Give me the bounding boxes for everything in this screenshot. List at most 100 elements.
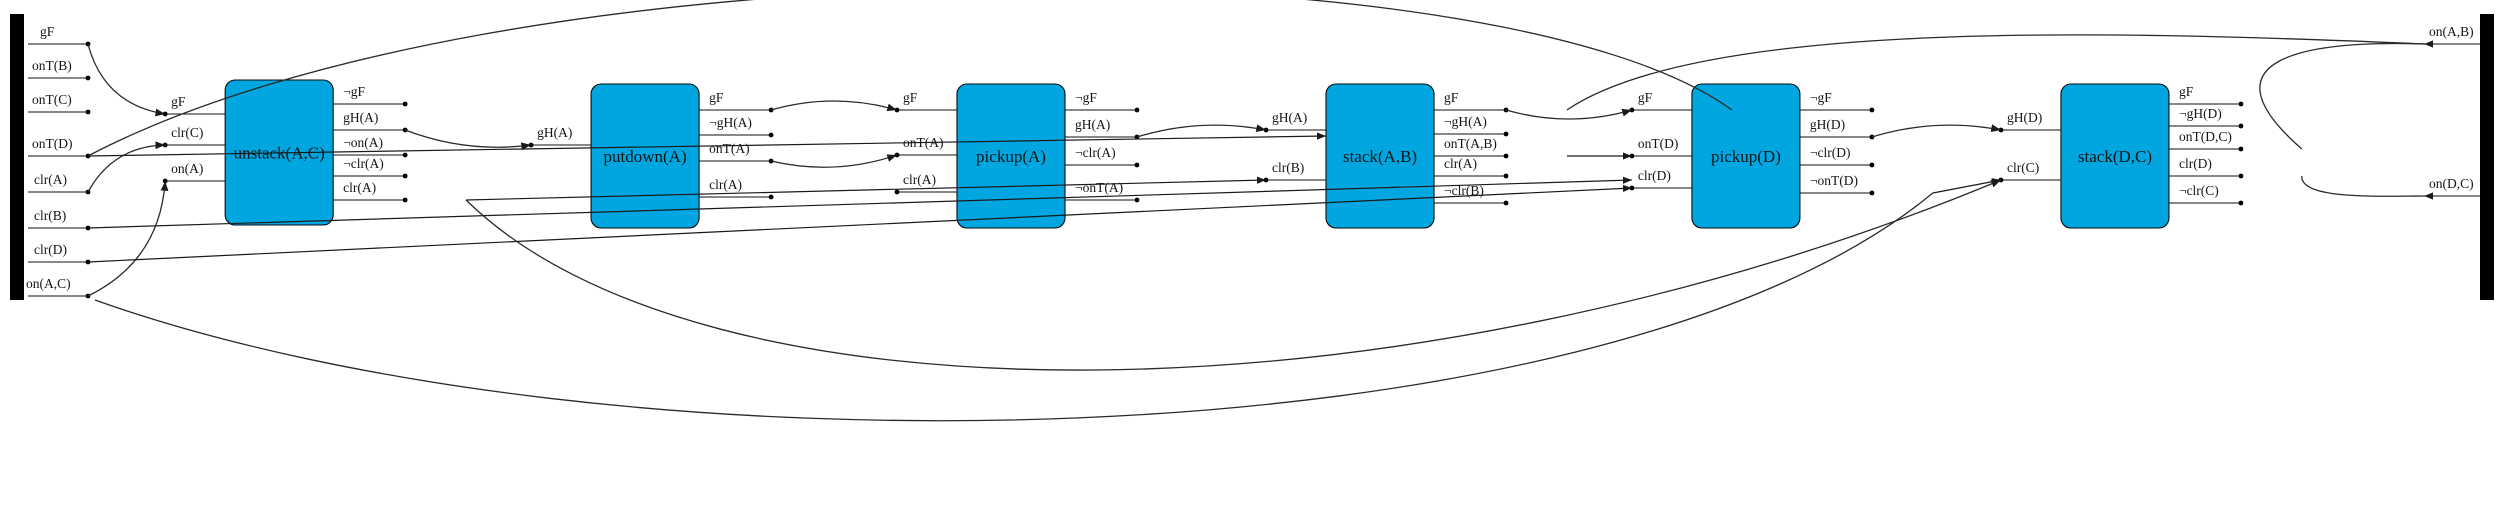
effect-label-stackAB-2: onT(A,B) — [1444, 136, 1497, 151]
link-init-gF-to-unstack — [87, 43, 166, 117]
init-literal-label-1: onT(B) — [32, 58, 72, 73]
effect-label-unstack-1: gH(A) — [343, 110, 378, 125]
init-literal-dot-2 — [85, 109, 91, 115]
arc-stackAB-to-goal — [1566, 34, 2426, 111]
link-pickupD-gHD-to-stackDC — [1871, 124, 2002, 138]
effect-dot-putdown-3 — [768, 194, 774, 200]
precond-label-stackDC-0: gH(D) — [2007, 110, 2042, 125]
precond-label-putdown-0: gH(A) — [537, 125, 572, 140]
link-putdown-gF-to-pickupA — [770, 100, 898, 112]
effect-dot-stackDC-3 — [2238, 173, 2244, 179]
effect-label-unstack-3: ¬clr(A) — [343, 156, 384, 171]
effect-label-unstack-4: clr(A) — [343, 180, 376, 195]
effect-dot-pickupD-2 — [1869, 162, 1875, 168]
action-node-pickupD[interactable]: pickup(D) — [1691, 83, 1801, 229]
init-literal-dot-1 — [85, 75, 91, 81]
init-literal-label-5: clr(B) — [34, 208, 66, 223]
effect-dot-unstack-4 — [402, 197, 408, 203]
action-node-label-pickupD: pickup(D) — [1711, 147, 1781, 166]
init-literal-label-7: on(A,C) — [26, 276, 71, 291]
effect-label-stackDC-1: ¬gH(D) — [2179, 106, 2222, 121]
effect-label-pickupA-0: ¬gF — [1075, 90, 1097, 105]
effect-label-stackAB-1: ¬gH(A) — [1444, 114, 1487, 129]
effect-label-stackAB-3: clr(A) — [1444, 156, 1477, 171]
effect-dot-pickupA-0 — [1134, 107, 1140, 113]
action-node-label-pickupA: pickup(A) — [976, 147, 1046, 166]
effect-dot-pickupD-3 — [1869, 190, 1875, 196]
precond-label-stackAB-1: clr(B) — [1272, 160, 1304, 175]
arc-stackDC-to-goal-onDC — [2301, 175, 2426, 197]
link-init-onAC-to-unstack-onA — [87, 180, 169, 297]
effect-dot-putdown-1 — [768, 132, 774, 138]
effect-dot-unstack-0 — [402, 101, 408, 107]
generated-graph-content: gFonT(B)onT(C)onT(D)clr(A)clr(B)clr(D)on… — [10, 0, 2494, 422]
effect-label-stackDC-3: clr(D) — [2179, 156, 2212, 171]
effect-dot-pickupA-3 — [1134, 197, 1140, 203]
precond-label-pickupD-2: clr(D) — [1638, 168, 1671, 183]
action-node-pickupA[interactable]: pickup(A) — [956, 83, 1066, 229]
precond-label-pickupD-0: gF — [1638, 90, 1653, 105]
effect-label-unstack-0: ¬gF — [343, 84, 365, 99]
link-putdown-onTA-to-pickupA — [770, 154, 898, 168]
action-node-box-putdown[interactable] — [590, 83, 700, 229]
effect-label-pickupD-1: gH(D) — [1810, 117, 1845, 132]
effect-label-putdown-2: onT(A) — [709, 141, 750, 156]
action-node-label-putdown: putdown(A) — [604, 147, 687, 166]
effect-dot-stackAB-2 — [1503, 153, 1509, 159]
precond-label-pickupA-2: clr(A) — [903, 172, 936, 187]
precond-label-unstack-2: on(A) — [171, 161, 203, 176]
link-unstack-gHA-to-putdown — [404, 129, 532, 151]
action-node-putdown[interactable]: putdown(A) — [590, 83, 700, 229]
effect-label-stackDC-0: gF — [2179, 84, 2194, 99]
arc-bottom-long — [94, 192, 1934, 422]
arc-stackDC-to-goal-onAB — [2259, 42, 2426, 150]
effect-dot-pickupA-2 — [1134, 162, 1140, 168]
effect-label-putdown-3: clr(A) — [709, 177, 742, 192]
effect-label-putdown-1: ¬gH(A) — [709, 115, 752, 130]
init-literal-label-0: gF — [40, 24, 55, 39]
effect-dot-stackDC-0 — [2238, 101, 2244, 107]
action-node-label-stackDC: stack(D,C) — [2078, 147, 2152, 166]
precond-dot-pickupA-2 — [894, 189, 900, 195]
init-literal-label-4: clr(A) — [34, 172, 67, 187]
action-node-stackDC[interactable]: stack(D,C) — [2060, 83, 2170, 229]
link-unstack-clrA-to-stackAB-clrB — [466, 176, 1267, 201]
effect-dot-unstack-2 — [402, 152, 408, 158]
link-pickupD-to-stackDC-clrC — [1932, 178, 2002, 194]
effect-label-putdown-0: gF — [709, 90, 724, 105]
effect-label-stackAB-4: ¬clr(B) — [1444, 183, 1484, 198]
effect-dot-stackAB-1 — [1503, 131, 1509, 137]
goal-literal-label-1: on(D,C) — [2429, 176, 2474, 191]
effect-dot-pickupD-0 — [1869, 107, 1875, 113]
action-node-box-pickupA[interactable] — [956, 83, 1066, 229]
link-init-clrA-to-unstack-clrC — [87, 141, 166, 193]
precond-label-pickupD-1: onT(D) — [1638, 136, 1679, 151]
precond-label-stackDC-1: clr(C) — [2007, 160, 2039, 175]
action-node-label-stackAB: stack(A,B) — [1343, 147, 1417, 166]
effect-label-pickupA-2: ¬clr(A) — [1075, 145, 1116, 160]
effect-label-stackDC-2: onT(D,C) — [2179, 129, 2232, 144]
effect-label-pickupA-3: ¬onT(A) — [1075, 180, 1123, 195]
init-literal-label-3: onT(D) — [32, 136, 73, 151]
effect-dot-stackDC-4 — [2238, 200, 2244, 206]
precond-label-stackAB-0: gH(A) — [1272, 110, 1307, 125]
action-node-stackAB[interactable]: stack(A,B) — [1325, 83, 1435, 229]
effect-label-pickupD-3: ¬onT(D) — [1810, 173, 1858, 188]
link-stackAB-gF-to-pickupD — [1505, 108, 1633, 120]
effect-label-stackAB-0: gF — [1444, 90, 1459, 105]
effect-dot-stackDC-1 — [2238, 123, 2244, 129]
effect-label-pickupD-2: ¬clr(D) — [1810, 145, 1851, 160]
goal-literal-label-0: on(A,B) — [2429, 24, 2474, 39]
effect-dot-stackDC-2 — [2238, 146, 2244, 152]
link-init-clrD-to-pickupD-clrD — [87, 184, 1632, 263]
arc-top-left — [87, 0, 1733, 157]
effect-dot-stackAB-4 — [1503, 200, 1509, 206]
action-node-box-stackDC[interactable] — [2060, 83, 2170, 229]
link-init-clrB-to-stackAB-clrB — [87, 176, 1632, 229]
link-init-onTD-to-pickupD — [87, 132, 1327, 157]
effect-dot-unstack-3 — [402, 173, 408, 179]
effect-label-stackDC-4: ¬clr(C) — [2179, 183, 2219, 198]
goal-state-bar — [2480, 14, 2494, 300]
